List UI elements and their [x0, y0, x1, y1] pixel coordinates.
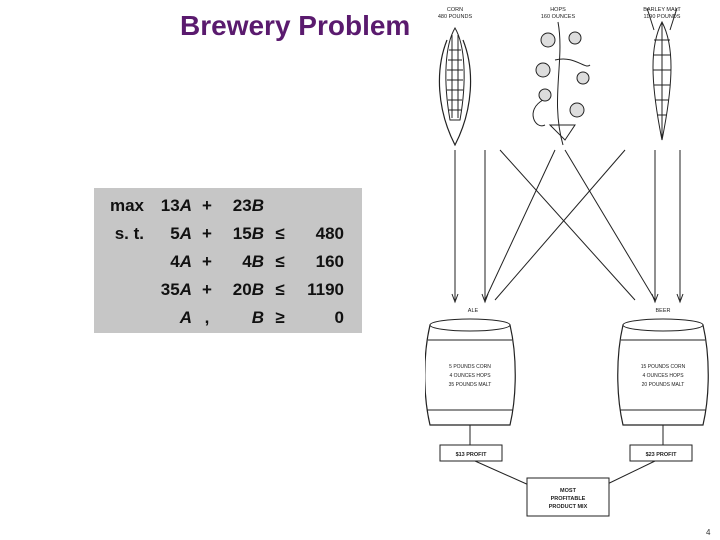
lp-rhs: 0 [334, 308, 344, 327]
lp-relation: ≤ [275, 252, 285, 271]
lp-coef-a: 13A [160, 196, 192, 215]
lp-operator: + [202, 280, 212, 299]
lp-row: max 13A +23B [94, 192, 344, 220]
lp-operator: , [204, 308, 210, 327]
slide-title: Brewery Problem [180, 10, 411, 41]
lp-row: s. t. 5A +15B ≤480 [94, 220, 344, 248]
lp-coef-a: A [179, 308, 192, 327]
lp-relation: ≤ [275, 224, 285, 243]
svg-text:35 POUNDS MALT: 35 POUNDS MALT [449, 382, 492, 388]
lp-coef-b: 4B [242, 252, 264, 271]
lp-row-label [94, 276, 144, 304]
lp-row-label: max [109, 196, 144, 215]
lp-coef-a: 4A [170, 252, 192, 271]
lp-row: 4A +4B ≤160 [94, 248, 344, 276]
lp-row-label: s. t. [114, 224, 144, 243]
lp-formulation-box: max 13A +23B s. t. 5A +15B ≤480 4A +4B ≤160 35A +20… [94, 188, 362, 333]
lp-rhs [296, 192, 344, 220]
result-line-3: PRODUCT MIX [549, 504, 588, 510]
lp-relation: ≥ [275, 308, 285, 327]
ale-profit: $13 PROFIT [456, 452, 488, 458]
svg-text:4 OUNCES HOPS: 4 OUNCES HOPS [449, 373, 491, 379]
lp-coef-a: 5A [170, 224, 192, 243]
lp-operator: + [202, 252, 212, 271]
corn-icon [438, 27, 472, 147]
lp-relation: ≤ [275, 280, 285, 299]
beer-barrel: BEER 15 POUNDS CORN 4 OUNCES HOPS 20 POU… [617, 308, 709, 426]
ale-barrel: ALE 5 POUNDS CORN 4 OUNCES HOPS 35 POUND… [425, 308, 516, 426]
beer-profit: $23 PROFIT [646, 452, 678, 458]
lp-relation [264, 192, 296, 220]
lp-coef-a: 35A [160, 280, 192, 299]
svg-text:15 POUNDS CORN: 15 POUNDS CORN [641, 364, 686, 370]
malt-label: BARLEY MALT [643, 7, 681, 13]
lp-coef-b: B [251, 308, 264, 327]
flow-arrows [451, 149, 684, 304]
lp-row-label [94, 304, 144, 332]
brewery-diagram: CORN 480 POUNDS HOPS 160 OUNCES BARLEY M… [425, 7, 709, 517]
result-line-1: MOST [560, 488, 577, 494]
malt-amount: 1190 POUNDS [644, 14, 681, 20]
svg-text:4 OUNCES HOPS: 4 OUNCES HOPS [642, 373, 684, 379]
hops-icon [532, 21, 591, 146]
lp-row: 35A +20B ≤1190 [94, 276, 344, 304]
lp-operator: + [202, 224, 212, 243]
profit-flow [439, 425, 693, 517]
lp-rhs: 1190 [307, 280, 344, 299]
hops-label: HOPS [550, 7, 566, 13]
lp-coef-b: 20B [232, 280, 264, 299]
svg-text:BEER: BEER [656, 308, 671, 314]
page-number: 4 [706, 528, 711, 537]
corn-amount: 480 POUNDS [438, 14, 473, 20]
lp-table: max 13A +23B s. t. 5A +15B ≤480 4A +4B ≤160 35A +20… [94, 192, 344, 332]
corn-label: CORN [447, 7, 463, 13]
lp-coef-b: 15B [232, 224, 264, 243]
barley-icon [646, 7, 678, 141]
lp-row-label [94, 248, 144, 276]
result-line-2: PROFITABLE [551, 496, 586, 502]
svg-text:20 POUNDS MALT: 20 POUNDS MALT [642, 382, 685, 388]
lp-rhs: 480 [315, 224, 344, 243]
svg-text:5 POUNDS CORN: 5 POUNDS CORN [449, 364, 491, 370]
lp-coef-b: 23B [232, 196, 264, 215]
svg-text:ALE: ALE [468, 308, 479, 314]
lp-rhs: 160 [315, 252, 344, 271]
lp-operator: + [202, 196, 212, 215]
lp-row: A, B ≥0 [94, 304, 344, 332]
hops-amount: 160 OUNCES [541, 14, 576, 20]
